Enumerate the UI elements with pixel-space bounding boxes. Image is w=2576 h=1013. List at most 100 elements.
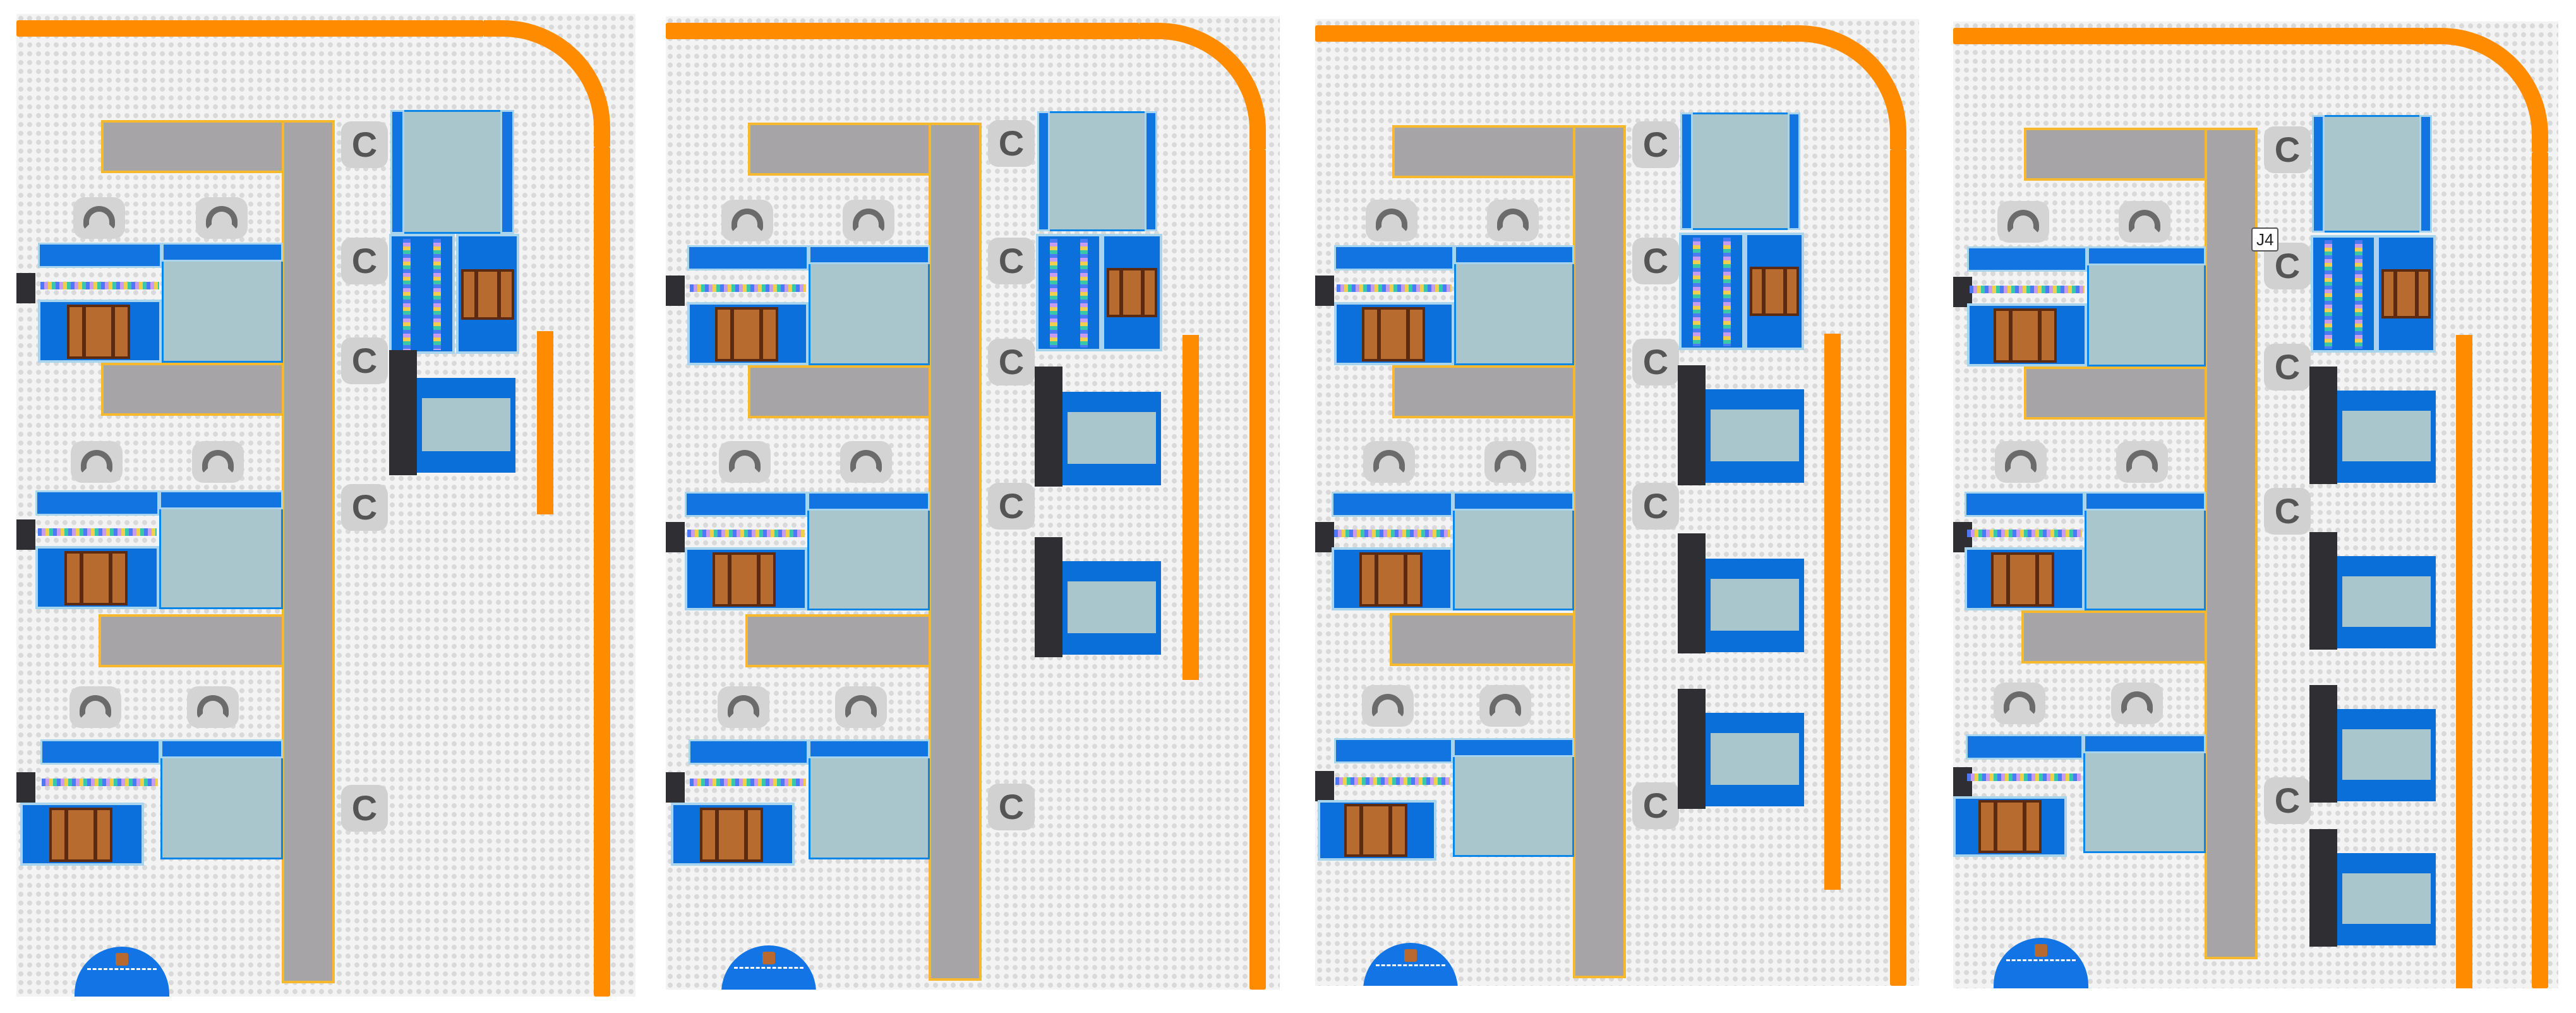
pallet-icon[interactable] <box>1344 804 1407 857</box>
robot-arm-icon[interactable] <box>1487 200 1539 241</box>
conveyor-rail-right <box>594 147 610 997</box>
robot-arm-icon[interactable] <box>73 197 125 239</box>
robot-arm-icon[interactable] <box>835 686 887 728</box>
agv-icon[interactable] <box>75 947 169 997</box>
work-zone[interactable] <box>159 490 283 609</box>
robot-arm-icon[interactable] <box>1995 441 2047 483</box>
conveyor-belt <box>2342 729 2431 780</box>
robot-arm-icon[interactable]: C <box>1632 121 1679 168</box>
robot-arm-icon[interactable] <box>1484 441 1536 483</box>
robot-arm-icon[interactable]: C <box>2264 126 2311 173</box>
robot-arm-icon[interactable] <box>1994 682 2045 724</box>
robot-arm-icon[interactable] <box>1366 200 1417 241</box>
pallet-icon[interactable] <box>1359 552 1423 607</box>
pallet-icon[interactable] <box>700 808 763 862</box>
buffer-side <box>1145 111 1157 231</box>
robot-arm-icon[interactable]: C <box>341 785 388 832</box>
pallet-icon[interactable] <box>715 307 778 361</box>
work-zone[interactable] <box>160 739 283 859</box>
robot-arm-icon[interactable] <box>2116 441 2168 483</box>
robot-arm-icon[interactable] <box>2119 201 2170 243</box>
work-zone[interactable] <box>2085 492 2206 610</box>
table-arm-2 <box>2024 367 2207 420</box>
agv-icon[interactable] <box>1994 938 2088 988</box>
parts-strip-vertical <box>2355 240 2362 349</box>
feeder-block <box>16 772 35 803</box>
pallet-icon[interactable] <box>49 808 112 862</box>
robot-arm-icon[interactable]: C <box>2264 344 2311 391</box>
robot-arm-icon[interactable]: C <box>1632 483 1679 530</box>
robot-arm-icon[interactable] <box>718 686 769 728</box>
work-zone[interactable] <box>2087 246 2206 367</box>
robot-arm-icon[interactable] <box>840 441 892 483</box>
robot-arm-icon[interactable]: C <box>341 121 388 168</box>
layout-panel-1[interactable]: C C C C C <box>16 14 635 997</box>
pallet-icon[interactable] <box>64 551 128 605</box>
zone-header <box>162 243 283 262</box>
pallet-icon[interactable] <box>67 305 130 359</box>
layout-panel-3[interactable]: C C C C C <box>1315 19 1919 986</box>
parts-strip <box>1967 773 2081 781</box>
layout-panel-4[interactable]: C C C C C J4 <box>1953 21 2558 988</box>
robot-arm-icon[interactable]: C <box>988 339 1035 385</box>
buffer-zone[interactable] <box>2312 115 2432 233</box>
robot-arm-icon[interactable]: C <box>1632 782 1679 829</box>
pallet-icon[interactable] <box>1978 800 2042 853</box>
pallet-icon[interactable] <box>1991 552 2054 607</box>
table-arm-1 <box>2024 128 2207 181</box>
robot-arm-icon[interactable]: C <box>2264 243 2311 289</box>
pallet-icon[interactable] <box>1750 267 1799 316</box>
robot-arm-icon[interactable] <box>2111 682 2163 724</box>
conveyor-belt <box>2342 576 2431 627</box>
robot-arm-icon[interactable] <box>843 200 894 241</box>
robot-arm-icon[interactable]: C <box>988 238 1035 284</box>
robot-arm-icon[interactable] <box>721 200 773 241</box>
zone-header <box>2087 246 2206 265</box>
robot-arm-icon[interactable] <box>71 441 123 483</box>
robot-arm-icon[interactable]: C <box>988 483 1035 530</box>
buffer-side <box>500 110 514 234</box>
work-zone[interactable] <box>1453 738 1574 857</box>
robot-arm-icon[interactable]: C <box>1632 339 1679 385</box>
robot-arm-icon[interactable]: C <box>341 484 388 531</box>
pallet-icon[interactable] <box>1994 308 2057 363</box>
layout-panel-2[interactable]: C C C C C <box>666 16 1280 990</box>
buffer-side <box>1037 111 1050 231</box>
pallet-icon[interactable] <box>713 552 776 607</box>
robot-arm-icon[interactable] <box>1479 685 1531 727</box>
robot-arm-icon[interactable]: C <box>341 238 388 284</box>
conveyor-belt <box>2342 411 2431 461</box>
robot-arm-icon[interactable]: C <box>988 120 1035 167</box>
robot-arm-icon[interactable] <box>719 441 771 483</box>
robot-arm-icon[interactable]: C <box>341 337 388 384</box>
robot-arm-icon[interactable]: C <box>988 784 1035 830</box>
pallet-icon[interactable] <box>1107 268 1157 317</box>
station-header <box>1966 734 2083 760</box>
conveyor-drive <box>2309 532 2337 650</box>
work-zone[interactable] <box>1454 245 1574 365</box>
pallet-icon[interactable] <box>461 269 514 320</box>
buffer-zone[interactable] <box>1680 112 1800 230</box>
zone-header <box>2083 734 2206 753</box>
robot-arm-icon[interactable] <box>196 197 248 239</box>
buffer-zone[interactable] <box>1037 111 1157 231</box>
robot-arm-icon[interactable]: C <box>2264 777 2311 824</box>
robot-arm-icon[interactable]: C <box>1632 238 1679 284</box>
agv-icon[interactable] <box>721 945 816 990</box>
work-zone[interactable] <box>807 492 930 610</box>
robot-arm-icon[interactable]: C <box>2264 488 2311 535</box>
station-header <box>689 739 809 765</box>
robot-arm-icon[interactable] <box>192 441 244 483</box>
robot-arm-icon[interactable] <box>187 686 239 728</box>
robot-arm-icon[interactable] <box>69 686 121 728</box>
robot-arm-icon[interactable] <box>1363 441 1415 483</box>
robot-arm-icon[interactable] <box>1997 201 2049 243</box>
pallet-icon[interactable] <box>2381 269 2431 318</box>
parts-strip <box>1967 530 2082 537</box>
robot-arm-icon[interactable] <box>1362 685 1414 727</box>
parts-strip-vertical <box>1693 238 1700 346</box>
pallet-icon[interactable] <box>1362 307 1425 361</box>
agv-icon[interactable] <box>1363 943 1458 986</box>
work-zone[interactable] <box>2083 734 2206 853</box>
buffer-zone[interactable] <box>390 110 514 234</box>
